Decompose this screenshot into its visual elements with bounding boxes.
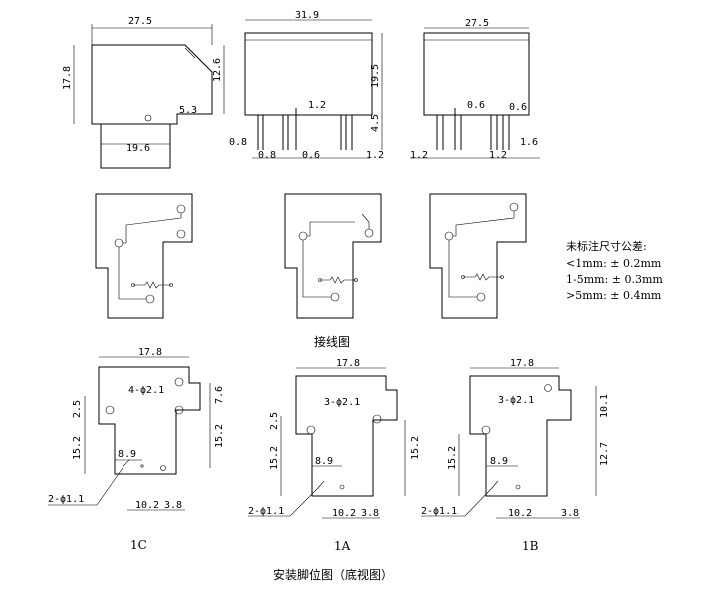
pcb-1b-pitch: 8.9	[490, 456, 508, 467]
dim-pin-w: 0.8	[258, 150, 276, 161]
pcb-1c-right2: 15.2	[214, 424, 225, 448]
pcb-1a-bottom: 10.2	[332, 508, 356, 519]
pcb-1b-bottom: 10.2	[508, 508, 532, 519]
pcb-1a-pitch: 8.9	[315, 456, 333, 467]
top-view-right: 27.5 0.6 0.6 1.2 1.2 1.6	[410, 18, 540, 161]
wiring-caption: 接线图	[314, 334, 350, 349]
dim-pin-len: 4.5	[370, 114, 381, 132]
dim-width-right: 27.5	[465, 18, 489, 29]
pcb-1a-left1: 2.5	[269, 412, 280, 430]
top-view-middle: 31.9 19.5 1.2 4.5 0.8 0.8 0.6 1.2	[229, 10, 384, 161]
pcb-1a-hole2: 2-ϕ1.1	[248, 506, 284, 517]
pcb-1b: 17.8 3-ϕ2.1 10.1 12.7 15.2 8.9 2-ϕ1.1 10…	[421, 358, 610, 553]
dim-width: 27.5	[128, 16, 152, 27]
pcb-1a-holes: 3-ϕ2.1	[324, 397, 360, 408]
tolerance-row-1: <1mm: ± 0.2mm	[566, 257, 662, 270]
pcb-1a-left2: 15.2	[269, 446, 280, 470]
pcb-1c-bottom2: 3.8	[164, 500, 182, 511]
pcb-1b-hole2: 2-ϕ1.1	[421, 506, 457, 517]
pcb-1b-name: 1B	[522, 539, 539, 553]
wiring-diagram-2	[284, 193, 382, 319]
wiring-diagram-1	[95, 193, 193, 319]
pcb-1a-right: 15.2	[410, 436, 421, 460]
dim-left-right: 1.2	[410, 150, 428, 161]
dim-base: 19.6	[126, 143, 150, 154]
pcb-1c-top: 17.8	[138, 347, 162, 358]
pcb-1c-left2: 15.2	[72, 436, 83, 460]
pcb-1a-top: 17.8	[336, 358, 360, 369]
top-view-left: 27.5 17.8 12.6 5.3 19.6	[62, 16, 225, 169]
pcb-1b-top: 17.8	[510, 358, 534, 369]
dim-height: 17.8	[62, 66, 73, 90]
pcb-1c-hole2: 2-ϕ1.1	[48, 494, 84, 505]
dim-pin-gap: 1.2	[308, 100, 326, 111]
pcb-1a-name: 1A	[334, 539, 351, 553]
pcb-1c-left1: 2.5	[72, 400, 83, 418]
pcb-1b-left: 15.2	[447, 446, 458, 470]
pcb-1b-right1: 10.1	[599, 394, 610, 418]
pcb-1a-bottom2: 3.8	[361, 508, 379, 519]
dim-mid-right: 1.2	[489, 150, 507, 161]
dim-gap-a: 0.6	[467, 100, 485, 111]
wiring-diagram-3	[429, 193, 527, 319]
pcb-1c-holes: 4-ϕ2.1	[128, 385, 164, 396]
pcb-1c: 17.8 4-ϕ2.1 7.6 15.2 2.5 15.2 8.9 2-ϕ1.1…	[48, 347, 225, 552]
tolerance-row-2: 1-5mm: ± 0.3mm	[566, 273, 663, 286]
pcb-1c-right1: 7.6	[214, 386, 225, 404]
dim-width-mid: 31.9	[295, 10, 319, 21]
pcb-1c-pitch: 8.9	[118, 449, 136, 460]
pcb-1b-right2: 12.7	[599, 442, 610, 466]
pcb-1c-name: 1C	[130, 538, 147, 552]
tolerance-block: 未标注尺寸公差: <1mm: ± 0.2mm 1-5mm: ± 0.3mm >5…	[566, 239, 663, 302]
dim-far-right: 1.6	[520, 137, 538, 148]
pcb-1c-bottom: 10.2	[135, 500, 159, 511]
dim-height-mid: 19.5	[370, 64, 381, 88]
pcb-1a: 17.8 3-ϕ2.1 15.2 2.5 15.2 8.9 2-ϕ1.1 10.…	[248, 358, 421, 553]
pcb-caption: 安装脚位图（底视图）	[273, 567, 393, 582]
dim-step: 12.6	[212, 58, 223, 82]
pcb-1b-holes: 3-ϕ2.1	[498, 395, 534, 406]
tolerance-row-3: >5mm: ± 0.4mm	[566, 289, 662, 302]
dim-left-pin: 0.8	[229, 137, 247, 148]
tolerance-title: 未标注尺寸公差:	[566, 239, 647, 253]
pcb-1b-bottom2: 3.8	[561, 508, 579, 519]
dim-gap-b: 0.6	[509, 102, 527, 113]
dim-spacing: 0.6	[302, 150, 320, 161]
dim-offset: 5.3	[179, 105, 197, 116]
dim-right-mid: 1.2	[366, 150, 384, 161]
